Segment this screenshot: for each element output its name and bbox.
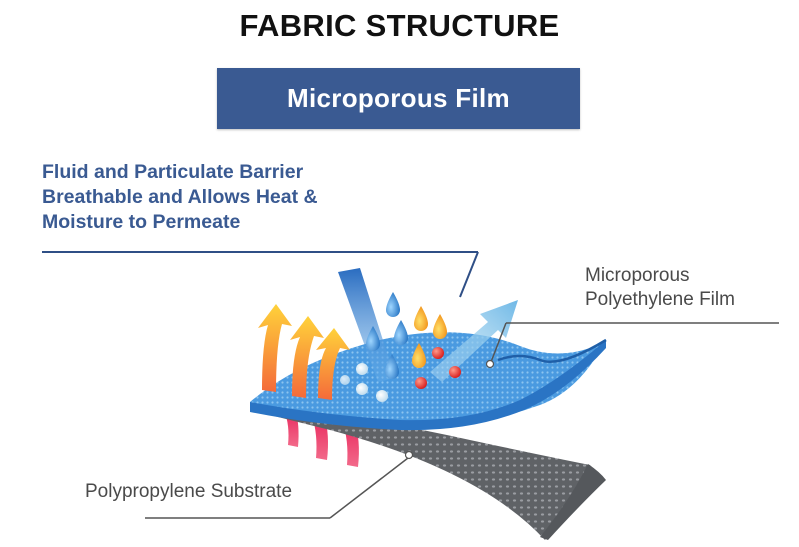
microporous-film-banner: Microporous Film bbox=[217, 68, 580, 129]
page-title: FABRIC STRUCTURE bbox=[239, 8, 560, 43]
white-particles bbox=[340, 363, 388, 402]
outgoing-vapor-arrow bbox=[430, 300, 518, 382]
barrier-line-2: Breathable and Allows Heat & bbox=[42, 186, 318, 208]
orange-droplets bbox=[412, 306, 447, 368]
pp-label-line-1: Polypropylene Substrate bbox=[85, 481, 293, 502]
polypropylene-substrate-layer bbox=[258, 402, 605, 540]
polypropylene-substrate-label: Polypropylene Substrate bbox=[85, 480, 292, 504]
barrier-description: Fluid and Particulate Barrier Breathable… bbox=[42, 160, 318, 235]
pp-substrate-leader-line bbox=[145, 450, 414, 519]
barrier-line-1: Fluid and Particulate Barrier bbox=[42, 161, 304, 183]
barrier-leader-line bbox=[42, 251, 479, 298]
banner-label: Microporous Film bbox=[287, 83, 510, 113]
incoming-fluid-arrow bbox=[338, 268, 395, 382]
barrier-line-3: Moisture to Permeate bbox=[42, 211, 241, 233]
heat-arrows bbox=[258, 304, 350, 400]
pe-film-leader-line bbox=[485, 322, 779, 369]
pe-label-line-1: Microporous bbox=[585, 265, 690, 286]
blue-droplets bbox=[366, 292, 408, 379]
red-particles bbox=[415, 347, 461, 389]
polyethylene-film-label: Microporous Polyethylene Film bbox=[585, 264, 735, 312]
pe-label-line-2: Polyethylene Film bbox=[585, 289, 735, 310]
